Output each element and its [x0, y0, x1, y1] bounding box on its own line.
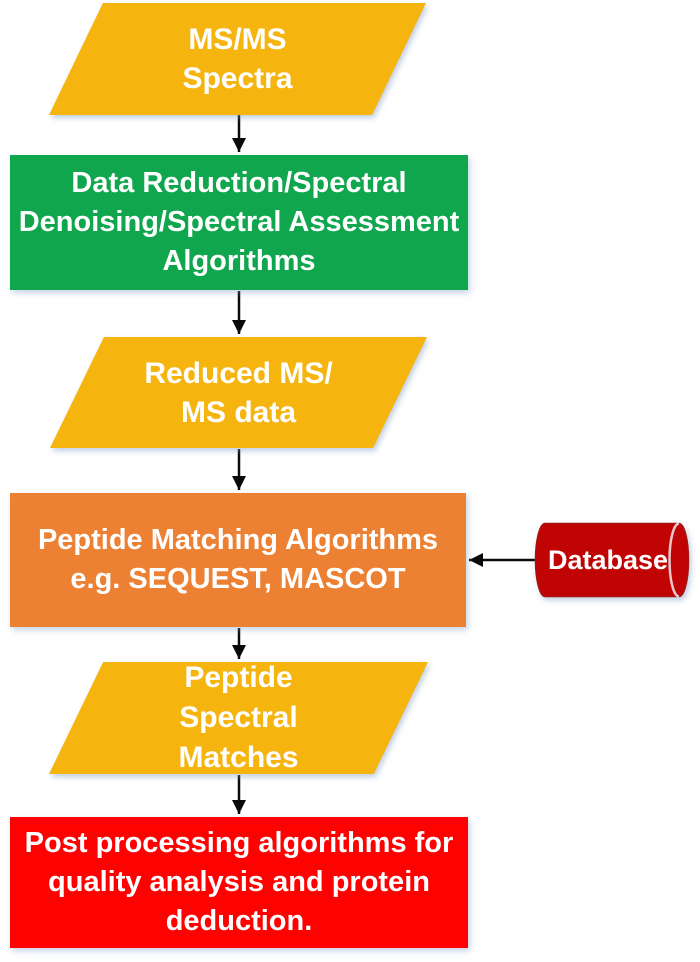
label-line: Reduced MS/ — [144, 356, 333, 390]
node-post-processing: Post processing algorithms for quality a… — [10, 817, 468, 948]
label-line: MS data — [180, 395, 297, 429]
label-line: Denoising/Spectral Assessment — [18, 206, 460, 238]
label-line: Spectral — [179, 701, 298, 734]
node-reduced-msms-data: Reduced MS/ MS data — [50, 337, 427, 448]
label-line: quality analysis and protein — [48, 866, 430, 898]
label-line: Peptide Matching Algorithms — [37, 524, 439, 556]
label-line: Algorithms — [162, 245, 316, 277]
label-line: deduction. — [165, 905, 313, 937]
label-line: Database — [547, 544, 669, 575]
node-peptide-spectral-matches: Peptide Spectral Matches — [49, 662, 428, 774]
label-line: Peptide — [184, 661, 293, 694]
label-line: MS/MS — [188, 23, 287, 56]
label-line: Data Reduction/Spectral — [71, 167, 407, 199]
node-peptide-matching: Peptide Matching Algorithms e.g. SEQUEST… — [10, 493, 466, 627]
label-line: Post processing algorithms for — [24, 827, 454, 859]
node-msms-spectra: MS/MS Spectra — [49, 3, 426, 115]
database-cylinder-icon — [534, 522, 690, 598]
node-data-reduction: Data Reduction/Spectral Denoising/Spectr… — [10, 155, 468, 290]
label-line: Spectra — [182, 62, 293, 95]
label-line: Matches — [178, 741, 299, 774]
label-line: e.g. SEQUEST, MASCOT — [70, 563, 406, 595]
node-database-cylinder: Database — [534, 522, 690, 598]
